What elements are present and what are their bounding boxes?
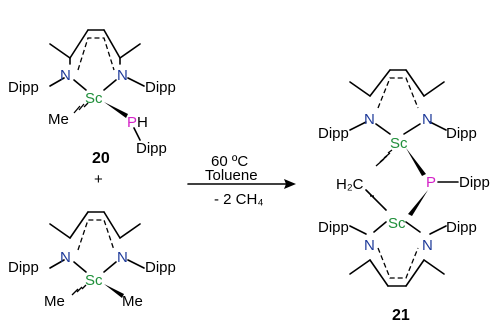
compound-20-label: 20 [92,150,110,167]
compound-21: N N Sc Dipp Dipp H₂C P Dipp Sc N N Dipp … [318,69,490,324]
condition-byproduct: - 2 CH₄ [214,191,263,208]
dm-scandium: Sc [85,272,103,289]
c20-methyl: Me [48,111,69,128]
c21-scandium-bottom: Sc [388,215,406,232]
c20-n-right: N [117,67,128,84]
dm-dipp-left: Dipp [8,259,39,276]
c21-dipp-bottom-left: Dipp [318,219,349,236]
dm-dipp-right: Dipp [145,259,176,276]
c20-scandium: Sc [85,90,103,107]
c21-dipp-top-right: Dipp [446,125,477,142]
c20-phosphorus-h: H [137,114,148,131]
c21-dipp-p: Dipp [459,174,490,191]
dm-n-right: N [117,249,128,266]
c20-phosphorus: P [127,114,137,131]
condition-solvent: Toluene [205,167,258,184]
c20-dipp-left: Dipp [8,79,39,96]
c20-dipp-right: Dipp [145,79,176,96]
c21-ch2-bridge: H₂C [336,176,364,193]
c21-scandium-top: Sc [390,135,408,152]
reaction-arrow: 60 ºC Toluene - 2 CH₄ [187,153,296,208]
c21-n-top-right: N [422,111,433,128]
condition-temperature: 60 ºC [211,153,248,170]
c20-dipp-p: Dipp [136,140,167,157]
c21-dipp-bottom-right: Dipp [446,219,477,236]
dm-methyl-left: Me [44,293,65,310]
dimethyl-complex: N N Sc Dipp Dipp Me Me [8,211,176,310]
c21-dipp-top-left: Dipp [318,125,349,142]
c21-n-bottom-left: N [364,237,375,254]
dm-methyl-right: Me [122,293,143,310]
c21-n-top-left: N [364,111,375,128]
plus-sign: + [94,171,103,188]
compound-21-label: 21 [392,307,410,324]
c20-n-left: N [60,67,71,84]
compound-20: N N Sc Dipp Dipp Me P H Dipp 20 [8,29,176,167]
dm-n-left: N [60,249,71,266]
c21-n-bottom-right: N [422,237,433,254]
c21-phosphorus: P [426,174,436,191]
